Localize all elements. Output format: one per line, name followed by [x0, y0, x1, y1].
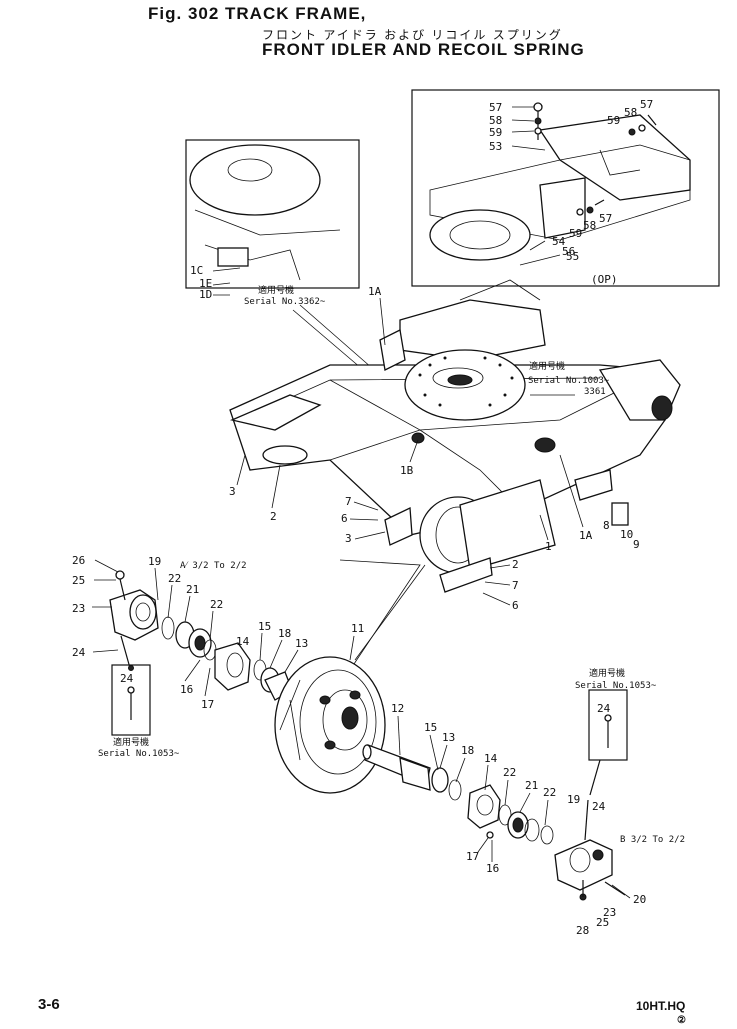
- callout: 1B: [400, 464, 414, 477]
- page-number: 3-6: [38, 996, 60, 1013]
- front-idler-wheel: [274, 656, 386, 794]
- callout: 14: [484, 752, 498, 765]
- callout: 7: [512, 579, 519, 592]
- callout: 56: [562, 245, 575, 258]
- callout: 9: [633, 538, 640, 551]
- document-code: 10HT.HQ: [636, 999, 686, 1013]
- callout: 8: [603, 519, 610, 532]
- callout: 58: [489, 114, 502, 127]
- callout: 16: [486, 862, 499, 875]
- detail-inset-right: 57 58 59 53 57 58 59 57 58 59 54 56 55 (…: [411, 89, 720, 287]
- revision-mark: ②: [677, 1015, 686, 1026]
- callout: 26: [72, 554, 85, 567]
- serial-label: Serial No.3362~: [244, 297, 326, 307]
- callout: 23: [603, 906, 616, 919]
- callout: 15: [424, 721, 437, 734]
- serial-label: 3361: [584, 387, 606, 397]
- right-end-parts: [362, 689, 628, 901]
- english-subtitle: FRONT IDLER AND RECOIL SPRING: [262, 40, 585, 59]
- callout: 57: [599, 212, 612, 225]
- callout: 58: [583, 219, 596, 232]
- callout: 21: [186, 583, 199, 596]
- callout: 1D: [199, 288, 212, 301]
- callout: 17: [201, 698, 214, 711]
- callout: 22: [210, 598, 223, 611]
- callout: 13: [295, 637, 308, 650]
- figure-title: Fig. 302 TRACK FRAME,: [148, 4, 367, 23]
- callout: 10: [620, 528, 633, 541]
- callout: 1: [545, 540, 552, 553]
- callout: 25: [596, 916, 609, 929]
- callout: 1A: [579, 529, 593, 542]
- cross-reference: B 3/2 To 2/2: [620, 835, 685, 845]
- serial-label-jp: 適用号機: [258, 284, 294, 296]
- callout: 3: [229, 485, 236, 498]
- callout: 6: [341, 512, 348, 525]
- callout: 16: [180, 683, 193, 696]
- callout: 1E: [199, 277, 212, 290]
- callout: 24: [120, 672, 134, 685]
- callout: 59: [607, 114, 620, 127]
- callout: 19: [148, 555, 161, 568]
- cross-reference: A⁄ 3/2 To 2/2: [180, 561, 247, 571]
- callout: 18: [461, 744, 474, 757]
- callout: 59: [569, 227, 582, 240]
- japanese-subtitle: フロント アイドラ および リコイル スプリング: [262, 28, 563, 42]
- callout: 19: [567, 793, 580, 806]
- callout: 20: [633, 893, 646, 906]
- callout: 13: [442, 731, 455, 744]
- callout: 1A: [368, 285, 382, 298]
- callout: 21: [525, 779, 538, 792]
- callout: 2: [512, 558, 519, 571]
- detail-inset-left: 1C 1E 1D 適用号機 Serial No.3362~: [185, 139, 381, 381]
- callout: 15: [258, 620, 271, 633]
- callout: 58: [624, 106, 637, 119]
- serial-label-jp: 適用号機: [589, 667, 625, 679]
- callout: 55: [566, 250, 579, 263]
- callout: 22: [503, 766, 516, 779]
- callout: 1C: [190, 264, 203, 277]
- callout: 17: [466, 850, 479, 863]
- callout: 12: [391, 702, 404, 715]
- callout: 6: [512, 599, 519, 612]
- serial-label: Serial No.1003~: [528, 376, 610, 386]
- callout: 53: [489, 140, 502, 153]
- callout: 3: [345, 532, 352, 545]
- callout: 18: [278, 627, 291, 640]
- serial-label-jp: 適用号機: [113, 736, 149, 748]
- detail-option-label: (OP): [591, 273, 618, 286]
- serial-label: Serial No.1053~: [98, 749, 180, 759]
- serial-label: Serial No.1053~: [575, 681, 657, 691]
- callout-labels: 1A 1B 1A 1 3 2 7 6 3 8 10 9 2 7 6 26 25 …: [72, 285, 685, 937]
- callout: 24: [597, 702, 611, 715]
- callout: 14: [236, 635, 250, 648]
- serial-label-jp: 適用号機: [529, 360, 565, 372]
- callout: 24: [72, 646, 86, 659]
- track-frame-assembly: [229, 279, 681, 671]
- callout: 22: [543, 786, 556, 799]
- callout: 28: [576, 924, 589, 937]
- callout: 7: [345, 495, 352, 508]
- callout: 25: [72, 574, 85, 587]
- callout: 23: [72, 602, 85, 615]
- callout: 11: [351, 622, 364, 635]
- callout: 24: [592, 800, 606, 813]
- callout: 59: [489, 126, 502, 139]
- callout: 2: [270, 510, 277, 523]
- callout: 22: [168, 572, 181, 585]
- callout: 57: [640, 98, 653, 111]
- callout: 54: [552, 235, 566, 248]
- callout: 57: [489, 101, 502, 114]
